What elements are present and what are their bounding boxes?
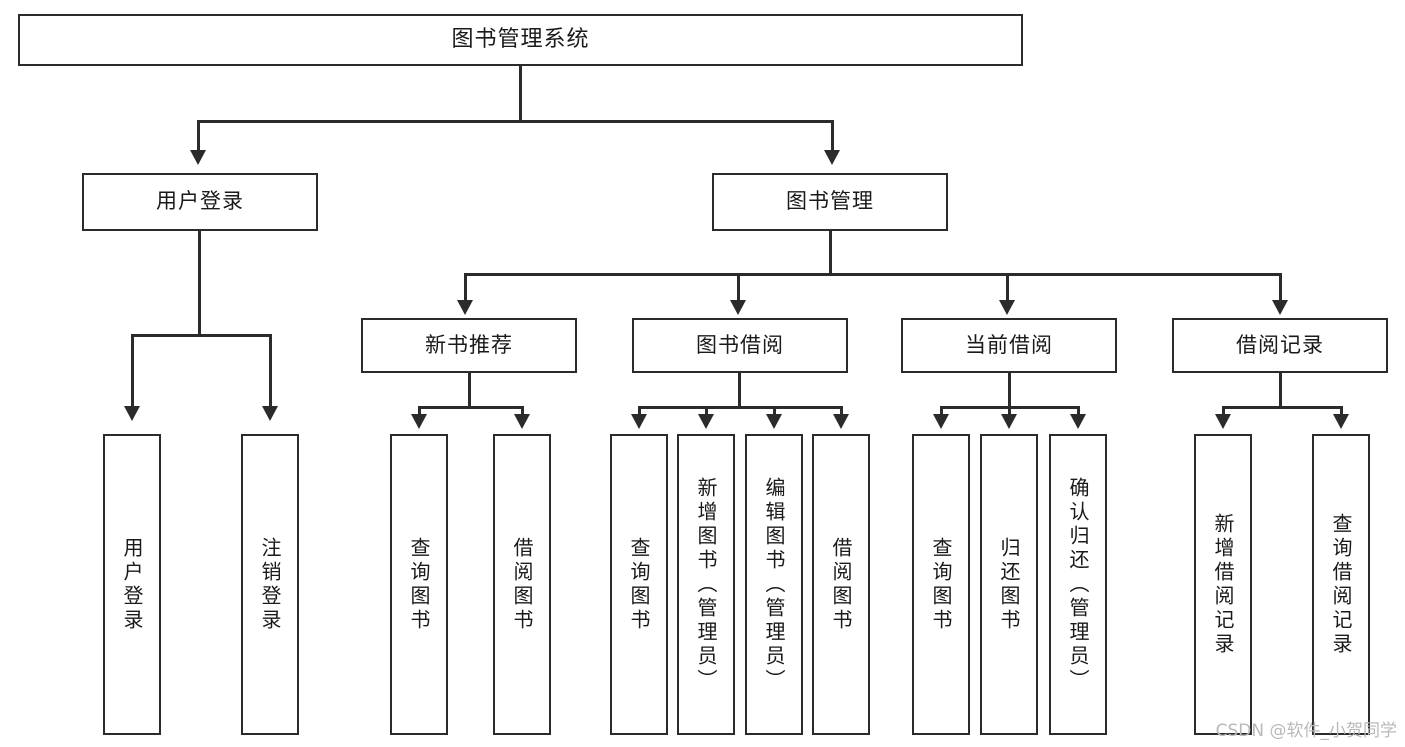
- arrow-down-icon: [999, 300, 1015, 315]
- node-label: 图书管理: [786, 189, 874, 214]
- node-label: 用户登录: [156, 189, 244, 214]
- arrow-down-icon: [933, 414, 949, 429]
- leaf-label: 归还图书: [997, 536, 1021, 633]
- arrow-down-icon: [833, 414, 849, 429]
- connector-root-to-book-management: [831, 120, 834, 153]
- node-label: 新书推荐: [425, 332, 513, 357]
- connector-book-borrow-to-leaf-2: [705, 406, 708, 418]
- arrow-down-icon: [1272, 300, 1288, 315]
- connector-borrow-record-to-leaf-2: [1340, 406, 1343, 418]
- connector-book-borrow-to-leaf-4: [840, 406, 843, 418]
- arrow-down-icon: [766, 414, 782, 429]
- leaf-borrow-book[interactable]: 借阅图书: [812, 434, 870, 735]
- leaf-label: 查询图书: [407, 536, 431, 633]
- arrow-down-icon: [457, 300, 473, 315]
- node-borrow-record[interactable]: 借阅记录: [1172, 318, 1388, 373]
- leaf-label: 确认归还（管理员）: [1066, 476, 1090, 693]
- connector-current-borrow-to-leaf-2: [1008, 406, 1011, 418]
- connector-user-login-bus: [131, 334, 272, 337]
- leaf-label: 注销登录: [258, 536, 282, 633]
- arrow-down-icon: [631, 414, 647, 429]
- arrow-down-icon: [124, 406, 140, 421]
- node-root-book-management-system[interactable]: 图书管理系统: [18, 14, 1023, 66]
- connector-new-book-to-leaf-1: [418, 406, 421, 418]
- connector-current-borrow-stem: [1008, 373, 1011, 408]
- connector-bm-to-current-borrow: [1006, 273, 1009, 303]
- leaf-logout[interactable]: 注销登录: [241, 434, 299, 735]
- arrow-down-icon: [1001, 414, 1017, 429]
- connector-user-login-to-leaf-2: [269, 334, 272, 409]
- connector-new-book-stem: [468, 373, 471, 408]
- connector-root-to-user-login: [197, 120, 200, 153]
- leaf-query-book-borrow[interactable]: 查询图书: [610, 434, 668, 735]
- connector-user-login-stem: [198, 231, 201, 336]
- connector-book-borrow-to-leaf-1: [638, 406, 641, 418]
- leaf-add-borrow-record[interactable]: 新增借阅记录: [1194, 434, 1252, 735]
- arrow-down-icon: [411, 414, 427, 429]
- leaf-label: 查询图书: [627, 536, 651, 633]
- connector-borrow-record-to-leaf-1: [1222, 406, 1225, 418]
- leaf-query-book-new[interactable]: 查询图书: [390, 434, 448, 735]
- arrow-down-icon: [514, 414, 530, 429]
- arrow-down-icon: [824, 150, 840, 165]
- connector-book-borrow-bus: [638, 406, 843, 409]
- connector-bm-to-new-book: [464, 273, 467, 303]
- leaf-label: 查询借阅记录: [1329, 512, 1353, 657]
- leaf-label: 新增借阅记录: [1211, 512, 1235, 657]
- connector-root-bus: [197, 120, 834, 123]
- node-book-management[interactable]: 图书管理: [712, 173, 948, 231]
- leaf-label: 借阅图书: [510, 536, 534, 633]
- connector-borrow-record-bus: [1222, 406, 1340, 409]
- connector-bm-to-borrow-record: [1279, 273, 1282, 303]
- leaf-label: 借阅图书: [829, 536, 853, 633]
- connector-new-book-to-leaf-2: [521, 406, 524, 418]
- leaf-label: 新增图书（管理员）: [694, 476, 718, 693]
- leaf-confirm-return-admin[interactable]: 确认归还（管理员）: [1049, 434, 1107, 735]
- leaf-edit-book-admin[interactable]: 编辑图书（管理员）: [745, 434, 803, 735]
- arrow-down-icon: [1215, 414, 1231, 429]
- arrow-down-icon: [1333, 414, 1349, 429]
- arrow-down-icon: [262, 406, 278, 421]
- connector-book-management-bus: [464, 273, 1282, 276]
- connector-bm-to-book-borrow: [737, 273, 740, 303]
- leaf-user-login[interactable]: 用户登录: [103, 434, 161, 735]
- connector-current-borrow-to-leaf-1: [940, 406, 943, 418]
- leaf-label: 查询图书: [929, 536, 953, 633]
- connector-new-book-bus: [418, 406, 524, 409]
- node-book-borrow[interactable]: 图书借阅: [632, 318, 848, 373]
- leaf-label: 用户登录: [120, 536, 144, 633]
- leaf-query-book-current[interactable]: 查询图书: [912, 434, 970, 735]
- node-current-borrow[interactable]: 当前借阅: [901, 318, 1117, 373]
- leaf-label: 编辑图书（管理员）: [762, 476, 786, 693]
- node-user-login[interactable]: 用户登录: [82, 173, 318, 231]
- node-label: 图书管理系统: [451, 26, 590, 52]
- leaf-borrow-book-new[interactable]: 借阅图书: [493, 434, 551, 735]
- arrow-down-icon: [730, 300, 746, 315]
- arrow-down-icon: [698, 414, 714, 429]
- leaf-return-book[interactable]: 归还图书: [980, 434, 1038, 735]
- leaf-add-book-admin[interactable]: 新增图书（管理员）: [677, 434, 735, 735]
- connector-book-borrow-stem: [738, 373, 741, 408]
- node-label: 当前借阅: [965, 332, 1053, 357]
- node-new-book-recommendation[interactable]: 新书推荐: [361, 318, 577, 373]
- arrow-down-icon: [190, 150, 206, 165]
- arrow-down-icon: [1070, 414, 1086, 429]
- connector-current-borrow-to-leaf-3: [1077, 406, 1080, 418]
- csdn-watermark: CSDN @软件_小贺同学: [1215, 721, 1397, 741]
- connector-book-management-stem: [829, 231, 832, 275]
- connector-user-login-to-leaf-1: [131, 334, 134, 409]
- connector-root-stem: [519, 66, 522, 122]
- node-label: 借阅记录: [1236, 332, 1324, 357]
- connector-book-borrow-to-leaf-3: [773, 406, 776, 418]
- connector-borrow-record-stem: [1279, 373, 1282, 408]
- leaf-query-borrow-record[interactable]: 查询借阅记录: [1312, 434, 1370, 735]
- node-label: 图书借阅: [696, 332, 784, 357]
